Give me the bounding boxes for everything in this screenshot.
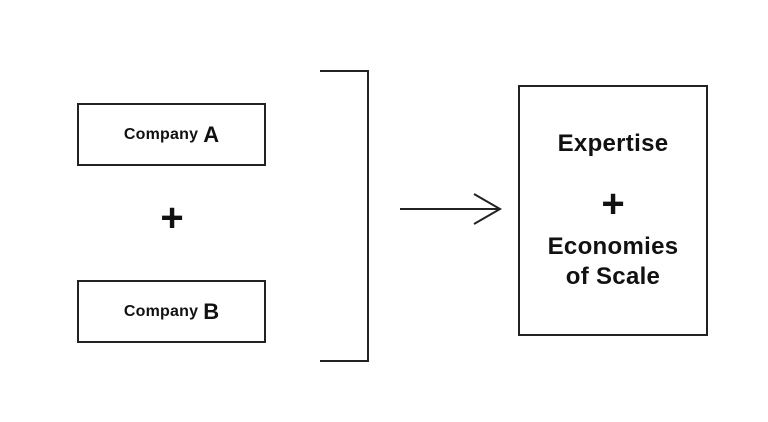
economies-of-scale-label: Economies of Scale	[520, 232, 706, 292]
company-b-word: Company	[123, 302, 199, 320]
economies-line: Economies	[547, 233, 679, 260]
of-scale-line: of Scale	[565, 263, 661, 290]
left-plus-sign: +	[160, 196, 184, 240]
right-arrow-icon	[400, 193, 503, 225]
right-plus-sign: +	[601, 182, 625, 226]
company-a-box: Company A	[77, 103, 266, 166]
company-b-letter: B	[203, 298, 220, 324]
company-b-box: Company B	[77, 280, 266, 343]
expertise-label: Expertise	[557, 130, 669, 157]
company-a-word: Company	[123, 125, 199, 143]
grouping-bracket	[320, 70, 369, 362]
result-box: Expertise + Economies of Scale	[518, 85, 708, 336]
company-a-letter: A	[203, 121, 220, 147]
